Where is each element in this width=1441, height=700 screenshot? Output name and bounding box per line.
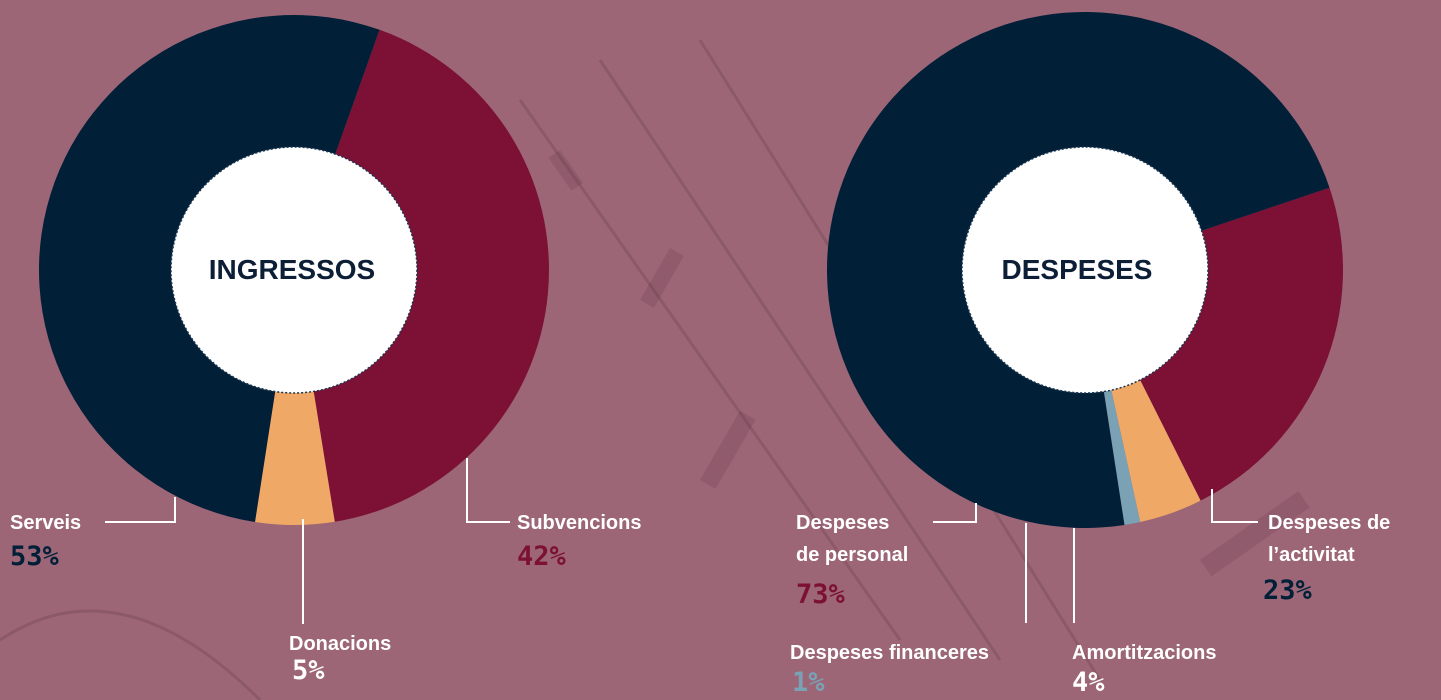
label-amortitzacions: Amortitzacions (1072, 642, 1217, 664)
ingressos-pie (38, 14, 549, 526)
label-despeses-activitat-line1: Despeses de (1268, 512, 1391, 534)
leader-lines (105, 458, 1258, 624)
value-serveis: 53% (10, 541, 59, 572)
value-despeses-financeres: 1% (792, 667, 825, 698)
leader-personal (933, 503, 977, 523)
value-subvencions: 42% (517, 541, 566, 572)
value-despeses-activitat: 23% (1263, 575, 1312, 606)
leader-serveis (105, 497, 176, 523)
ingressos-title: INGRESSOS (208, 254, 376, 285)
despeses-title: DESPESES (1001, 254, 1153, 285)
donut-hole (961, 146, 1209, 394)
label-despeses-personal-line1: Despeses (796, 512, 890, 534)
label-donacions: Donacions (289, 633, 392, 655)
label-despeses-personal-line2: de personal (796, 544, 909, 566)
leader-activitat (1211, 489, 1258, 523)
label-serveis: Serveis (10, 512, 82, 534)
slice-donacions (254, 270, 335, 526)
slice-subvencions (294, 29, 549, 522)
donut-hole (170, 146, 418, 394)
value-donacions: 5% (292, 655, 325, 686)
label-despeses-activitat-line2: l’activitat (1268, 544, 1355, 566)
value-amortitzacions: 4% (1072, 667, 1105, 698)
value-despeses-personal: 73% (796, 579, 845, 610)
leader-subvencions (466, 458, 510, 523)
label-despeses-financeres: Despeses financeres (790, 642, 990, 664)
label-subvencions: Subvencions (517, 512, 642, 534)
despeses-pie (826, 11, 1343, 528)
